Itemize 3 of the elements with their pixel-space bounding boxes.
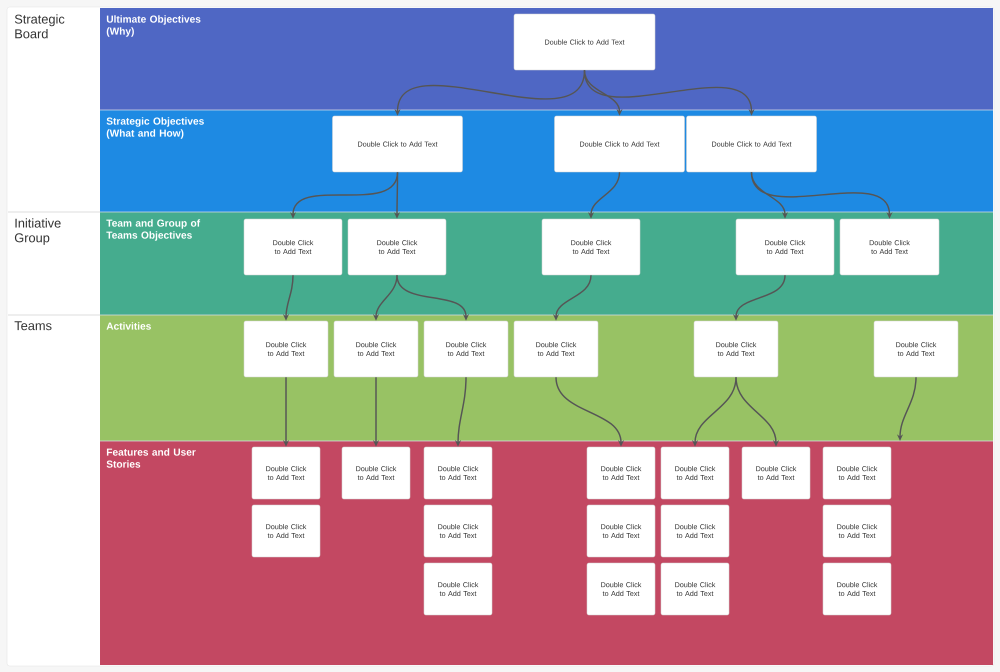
row-header-cell: Initiative Group [14, 218, 61, 245]
row-header-cell: Teams [14, 321, 52, 330]
row-header-cell: Strategic Board [14, 14, 64, 38]
